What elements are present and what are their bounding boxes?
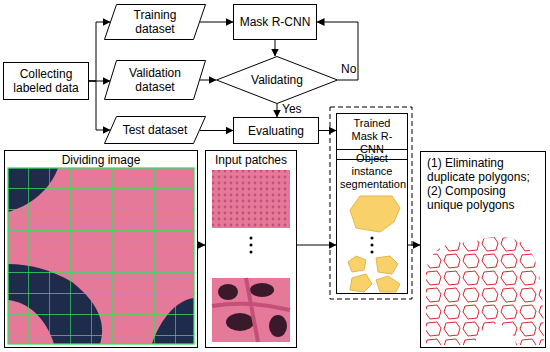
outline — [105, 117, 206, 144]
step-panel: Input patches — [205, 150, 297, 348]
data-parallelogram: Training dataset — [104, 4, 206, 40]
node-text: (1) Eliminating duplicate polygons; — [427, 156, 539, 184]
node-text: Object instance segmentation — [340, 152, 404, 191]
outline — [105, 5, 206, 40]
step-panel: Object instance segmentation — [336, 149, 408, 294]
node-text: Test dataset — [123, 123, 188, 137]
text-group: Training dataset — [104, 6, 206, 38]
flow-arrow — [89, 81, 110, 130]
process-box: Collecting labeled data — [3, 62, 89, 100]
text-group: Object instance segmentation — [337, 150, 407, 193]
node-subtext: (2) Composing unique polygons — [427, 184, 539, 212]
node-text: Mask R-CNN — [240, 15, 311, 29]
dashed-group — [330, 107, 412, 299]
segmentation-masks — [348, 196, 400, 292]
flow-arrow — [275, 40, 276, 56]
text-group: (1) Eliminating duplicate polygons;(2) C… — [421, 152, 545, 216]
text-group: Collecting labeled data — [4, 65, 88, 97]
flow-arrow — [297, 245, 336, 246]
result-panel: (1) Eliminating duplicate polygons;(2) C… — [420, 151, 546, 348]
edge-label: Yes — [281, 103, 303, 116]
outline — [105, 61, 206, 100]
data-parallelogram: Validation dataset — [104, 60, 206, 100]
flow-arrow — [200, 22, 233, 23]
flow-arrow — [200, 130, 233, 131]
node-text: Input patches — [209, 153, 293, 167]
flow-arrow — [277, 104, 278, 117]
text-group: Dividing image — [5, 151, 197, 169]
data-parallelogram: Test dataset — [104, 116, 206, 144]
text-group: Validating — [247, 71, 307, 89]
text-group: Test dataset — [109, 121, 202, 139]
source-image — [8, 168, 194, 344]
node-text: Evaluating — [248, 124, 304, 138]
node-text: Validating — [251, 73, 303, 87]
text-group: Trained Mask R-CNN — [337, 115, 407, 158]
node-text: Trained Mask R-CNN — [341, 117, 403, 156]
flow-arrow — [198, 245, 205, 246]
flow-arrow — [89, 22, 110, 81]
result-polygons — [424, 236, 546, 346]
flow-arrow — [200, 80, 216, 81]
process-box: Evaluating — [233, 117, 319, 144]
flow-arrow — [408, 245, 420, 246]
outline — [217, 57, 338, 104]
edge-label: No — [340, 63, 357, 76]
image-patches — [212, 170, 290, 342]
process-box: Mask R-CNN — [233, 4, 317, 40]
node-text: Collecting labeled data — [8, 67, 84, 95]
node-text: Training dataset — [118, 8, 192, 36]
text-group: Input patches — [206, 151, 296, 169]
text-group: Mask R-CNN — [236, 13, 315, 31]
node-text: Dividing image — [8, 153, 194, 167]
text-group: Evaluating — [244, 122, 308, 140]
flow-arrow — [317, 22, 358, 80]
text-group: Validation dataset — [104, 64, 206, 96]
step-panel: Dividing image — [4, 150, 198, 348]
flow-arrow — [319, 130, 336, 131]
node-text: Validation dataset — [118, 66, 192, 94]
decision-diamond: Validating — [216, 56, 338, 104]
